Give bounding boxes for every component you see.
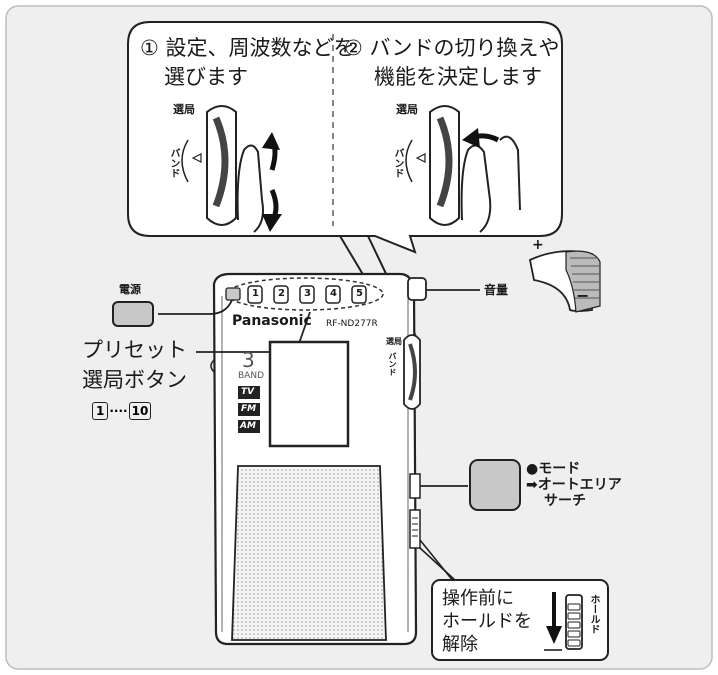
side-dial-band-label: バンド [388,352,397,376]
power-leader-line [158,299,233,315]
preset-key-5[interactable] [351,285,367,304]
hold-switch-detail [565,594,583,650]
preset-key-label-3: 3 [304,288,311,299]
step2-line2: 機能を決定します [374,65,542,89]
dial-top-label-right: 選局 [396,103,418,116]
preset-range-to: 10 [128,402,152,420]
preset-key-label-2: 2 [278,288,285,299]
preset-key-label-4: 4 [330,288,337,299]
side-jog-dial[interactable] [403,334,421,410]
band-word: BAND [238,371,264,381]
band-fm-box [238,403,260,416]
hold-callout-box [431,579,609,661]
mode-label-line2: ➡オートエリア [526,477,622,493]
display-window [268,340,350,448]
band-am: AM [240,421,256,431]
side-dial-top-label: 選局 [386,337,402,346]
hold-label-line3: 解除 [442,634,478,655]
hold-switch-label: ホールド [588,594,599,634]
power-button-on-radio[interactable] [225,287,241,301]
volume-knob-on-radio[interactable] [407,277,427,301]
preset-range-from: 1 [92,402,109,420]
preset-key-1[interactable] [247,285,263,304]
mode-button-on-radio[interactable] [409,473,421,499]
dial-top-label-left: 選局 [173,103,195,116]
power-button[interactable] [112,301,154,327]
preset-range-dots: ···· [109,404,128,418]
brand-logo: Panasonic [232,313,312,329]
mode-label-line3: サーチ [544,493,586,509]
hold-label-line2: ホールドを [442,611,532,632]
dial-side-label-left: バンド [168,148,179,178]
preset-key-4[interactable] [325,285,341,304]
hold-label-line1: 操作前に [442,588,514,609]
dial-side-label-right: バンド [392,148,403,178]
step2-line1: ② バンドの切り換えや [344,36,560,60]
band-tv: TV [241,387,255,397]
preset-key-label-1: 1 [252,288,259,299]
triangle-marker-icon [191,153,202,163]
jog-dial-right [405,105,521,233]
preset-label-line2: 選局ボタン [82,368,187,392]
volume-label: 音量 [484,283,509,297]
jog-dial-left [181,105,282,233]
band-fm: FM [241,404,257,414]
step1-line2: 選びます [164,65,248,89]
speaker-grille [231,465,387,641]
volume-minus: − [576,286,590,305]
mode-label-line1: ●モード [526,461,581,477]
volume-plus: + [532,237,544,253]
preset-label-line1: プリセット [82,338,187,362]
preset-range: 1 ···· 10 [92,402,152,420]
model-number: RF-ND277R [326,319,378,329]
step1-line1: ① 設定、周波数などを [140,36,355,60]
volume-wheel [528,250,601,313]
band-tv-box [238,386,260,399]
mode-button[interactable] [469,459,521,511]
rotate-arc-icon [181,139,189,183]
band-am-box [238,420,260,433]
preset-key-2[interactable] [273,285,289,304]
hold-switch-on-radio[interactable] [409,509,421,549]
finger-icon [236,144,264,233]
band-number: 3 [242,348,255,372]
preset-key-label-5: 5 [356,288,363,299]
power-label: 電源 [119,283,141,296]
preset-key-3[interactable] [299,285,315,304]
